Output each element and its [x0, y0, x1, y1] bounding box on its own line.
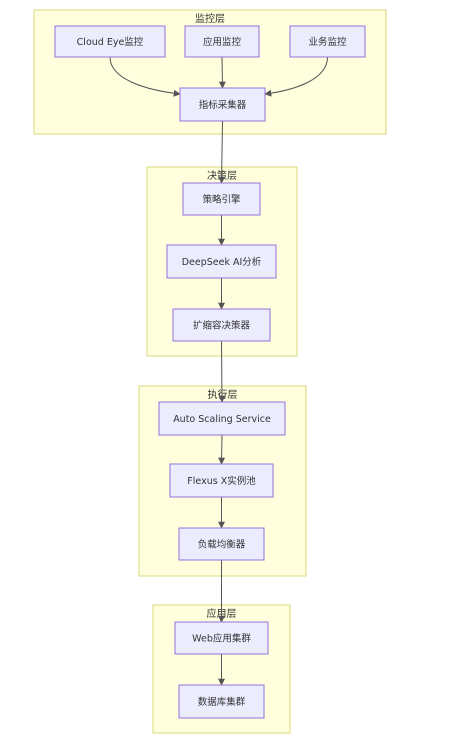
node-label: 数据库集群 [198, 696, 246, 708]
node-box[interactable] [289, 25, 366, 58]
node-box[interactable] [184, 25, 260, 58]
node-box[interactable] [166, 244, 277, 279]
node-deepseek[interactable]: DeepSeek AI分析 [166, 244, 277, 279]
node-label: 业务监控 [308, 36, 347, 48]
node-box[interactable] [179, 87, 266, 122]
node-label: 应用监控 [203, 36, 242, 48]
node-label: 指标采集器 [199, 99, 247, 111]
node-label: DeepSeek AI分析 [182, 256, 262, 268]
edge-scaler-to-auto_scaling [218, 340, 226, 403]
node-box[interactable] [182, 182, 261, 216]
edge-biz_monitor-to-collector [264, 56, 328, 97]
node-box[interactable] [54, 25, 166, 58]
node-collector[interactable]: 指标采集器 [179, 87, 266, 122]
node-lb[interactable]: 负载均衡器 [178, 527, 265, 561]
node-app_monitor[interactable]: 应用监控 [184, 25, 260, 58]
edge-auto_scaling-to-flexus [218, 434, 226, 465]
node-web_cluster[interactable]: Web应用集群 [174, 621, 269, 655]
node-label: Web应用集群 [192, 633, 251, 645]
edge-app_monitor-to-collector [218, 56, 226, 89]
node-label: 策略引擎 [202, 194, 241, 206]
node-label: 负载均衡器 [198, 539, 246, 551]
node-box[interactable] [178, 527, 265, 561]
node-label: Cloud Eye监控 [77, 36, 144, 48]
cluster-title: 监控层 [195, 12, 225, 25]
node-box[interactable] [172, 308, 271, 342]
edge-cloud_eye-to-collector [109, 56, 181, 97]
node-box[interactable] [174, 621, 269, 655]
node-box[interactable] [178, 684, 265, 719]
node-flexus[interactable]: Flexus X实例池 [169, 463, 274, 498]
node-db_cluster[interactable]: 数据库集群 [178, 684, 265, 719]
edge-collector-to-policy_engine [218, 120, 226, 184]
node-scaler[interactable]: 扩缩容决策器 [172, 308, 271, 342]
node-label: Auto Scaling Service [173, 414, 271, 425]
cluster-title: 执行层 [208, 388, 238, 401]
node-biz_monitor[interactable]: 业务监控 [289, 25, 366, 58]
node-auto_scaling[interactable]: Auto Scaling Service [158, 401, 286, 436]
node-box[interactable] [169, 463, 274, 498]
node-label: Flexus X实例池 [187, 475, 256, 487]
node-cloud_eye[interactable]: Cloud Eye监控 [54, 25, 166, 58]
node-policy_engine[interactable]: 策略引擎 [182, 182, 261, 216]
node-box[interactable] [158, 401, 286, 436]
node-label: 扩缩容决策器 [193, 320, 251, 332]
